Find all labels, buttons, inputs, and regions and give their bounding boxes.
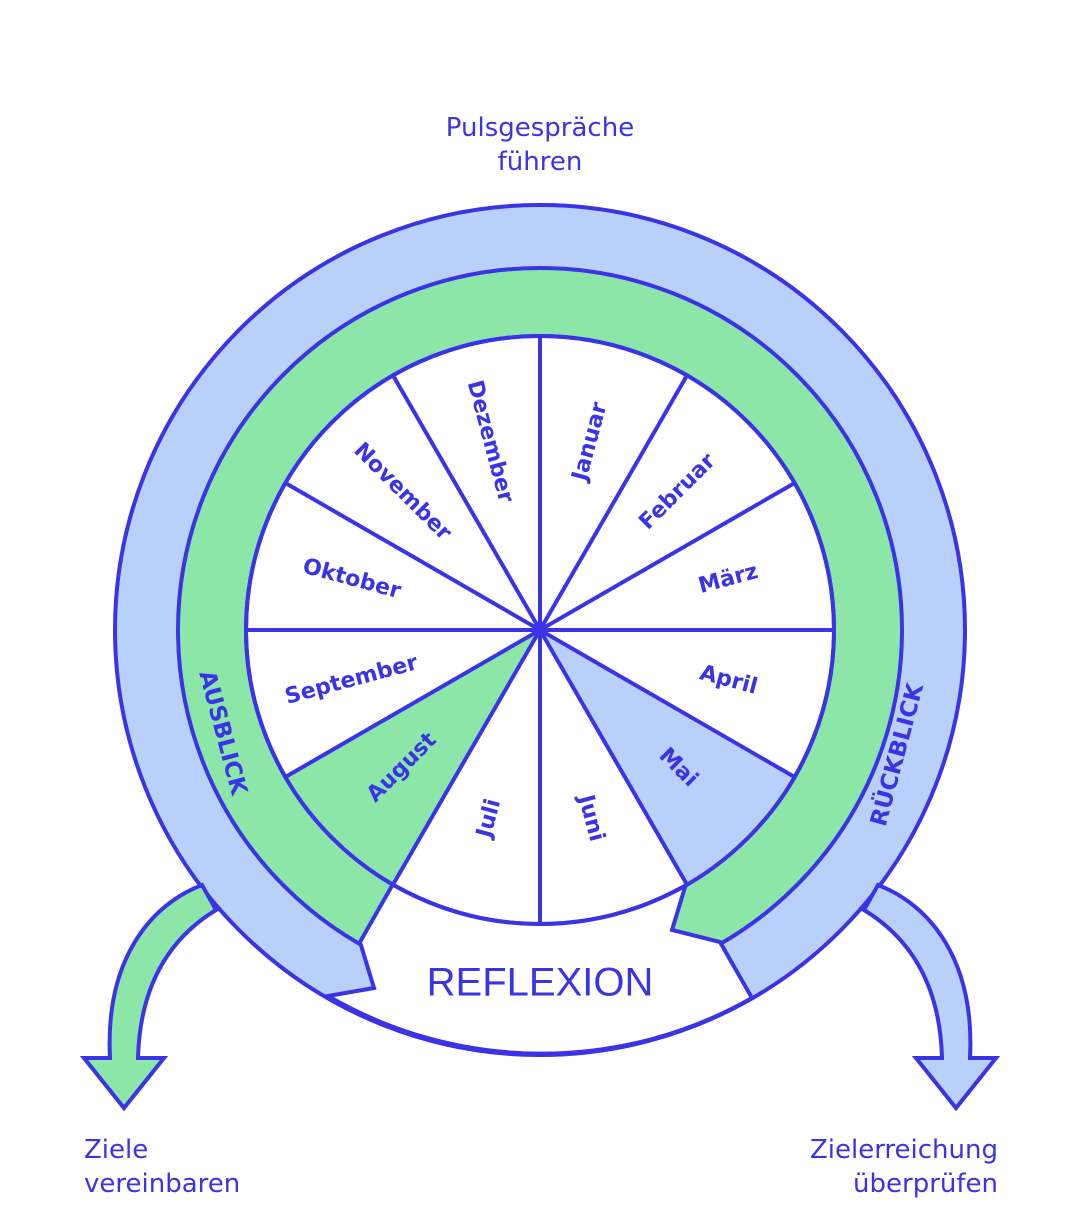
label-pulsgespraeche-line2: führen — [497, 147, 583, 177]
arrow-zielerreichung-ueberpruefen — [861, 882, 1001, 1112]
label-zielerreichung-line1: Zielerreichung — [809, 1135, 998, 1165]
label-ziele-vereinbaren: Ziele vereinbaren — [84, 1133, 324, 1201]
label-pulsgespraeche-line1: Pulsgespräche — [445, 113, 635, 143]
label-pulsgespraeche: Pulsgespräche führen — [390, 111, 690, 179]
wheel-spoke — [391, 374, 689, 886]
label-ziele-line2: vereinbaren — [84, 1169, 241, 1199]
segment-mai-fill — [540, 630, 795, 885]
arrow-ziele-vereinbaren — [79, 882, 219, 1112]
label-zielerreichung-ueberpruefen: Zielerreichung überprüfen — [760, 1133, 998, 1201]
reflexion-label: REFLEXION — [427, 961, 654, 1005]
label-zielerreichung-line2: überprüfen — [853, 1169, 998, 1199]
wheel-spokes — [246, 336, 834, 924]
label-ziele-line1: Ziele — [84, 1135, 149, 1165]
segment-august-fill — [285, 630, 540, 885]
